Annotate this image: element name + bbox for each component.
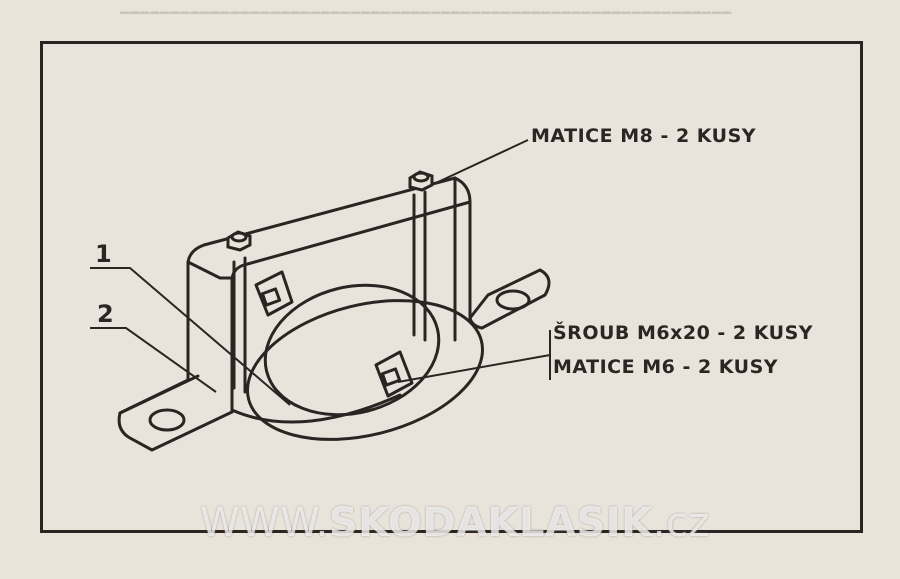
- inner-clamp-left: [254, 270, 294, 317]
- left-bracket-wall: [186, 243, 246, 414]
- leader-matice-m8: [437, 139, 529, 183]
- inner-clamp-right: [374, 350, 414, 398]
- diagram-frame: [40, 41, 863, 533]
- right-bracket-wall: [453, 176, 484, 342]
- top-plate: [202, 176, 472, 267]
- watermark-prefix: WWW.: [200, 500, 329, 546]
- label-matice-m6: MATICE M6 - 2 KUSY: [553, 356, 779, 378]
- watermark-suffix: .cz: [652, 500, 710, 546]
- leader-lines: [90, 139, 551, 406]
- m8-nuts: [226, 170, 434, 252]
- label-part-2: 2: [97, 300, 115, 328]
- long-rods: [232, 190, 427, 394]
- m8-nut-right: [408, 170, 434, 192]
- label-matice-m8: MATICE M8 - 2 KUSY: [531, 125, 757, 147]
- leader-part-1: [90, 267, 291, 406]
- right-mounting-foot: [468, 268, 551, 330]
- m8-nut-left: [226, 230, 252, 252]
- clamp-ring: [230, 283, 484, 441]
- watermark-brand: SKODAKLASIK: [328, 500, 653, 546]
- left-foot-hole: [148, 408, 186, 432]
- leader-part-2: [90, 327, 217, 393]
- left-mounting-foot: [117, 374, 234, 452]
- label-part-1: 1: [95, 240, 113, 268]
- label-sroub-m6: ŠROUB M6x20 - 2 KUSY: [553, 322, 814, 344]
- site-watermark: WWW.SKODAKLASIK.cz: [175, 500, 735, 546]
- leader-sroub-m6: [397, 354, 551, 383]
- right-foot-hole: [495, 289, 531, 311]
